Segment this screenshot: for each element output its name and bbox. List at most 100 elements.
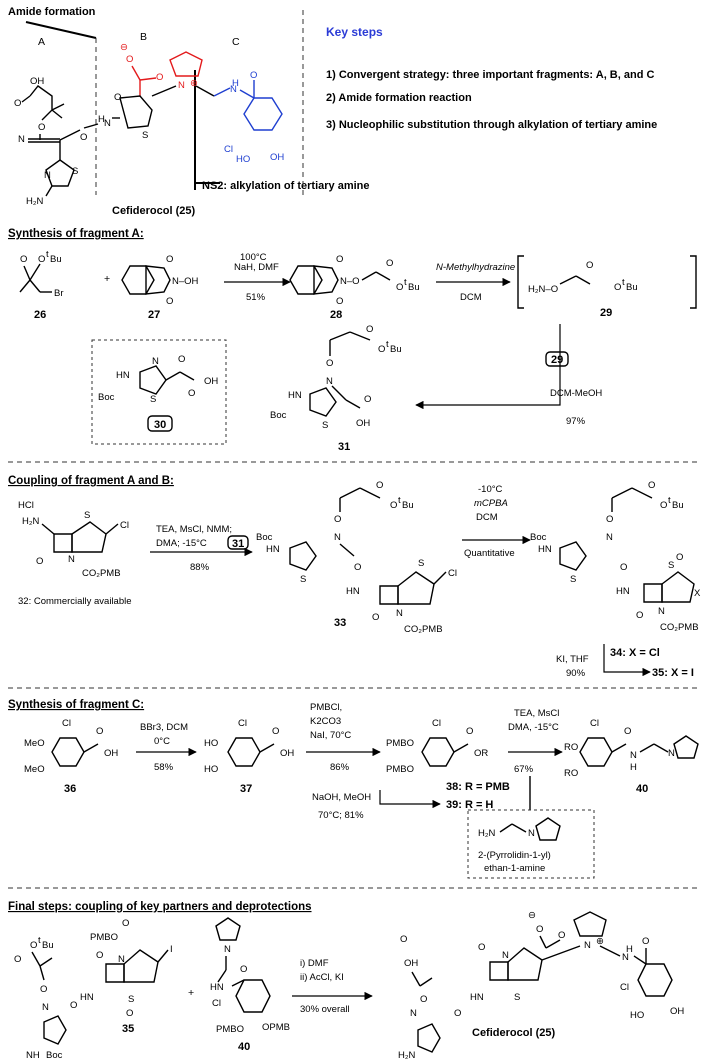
compound-30-label: 30: [154, 419, 166, 431]
svg-text:S: S: [514, 992, 520, 1003]
svg-text:OH: OH: [30, 76, 44, 87]
svg-text:N: N: [396, 608, 403, 619]
svg-text:O: O: [36, 556, 43, 567]
coupling-section: Coupling of fragment A and B: HCl H₂N S …: [8, 475, 701, 679]
cephem-core-structure: O ⊖ O O S H N: [83, 42, 163, 141]
svg-text:O: O: [122, 918, 129, 929]
svg-text:HN: HN: [288, 390, 302, 401]
svg-text:Bu: Bu: [42, 940, 54, 951]
fc-r1-a: BBr3, DCM: [140, 722, 188, 733]
svg-text:O: O: [178, 354, 185, 365]
svg-text:O: O: [376, 480, 383, 491]
coupling-r1-b: DMA; -15°C: [156, 538, 207, 549]
fc-r3-b: 70°C; 81%: [318, 810, 364, 821]
svg-text:N–O: N–O: [340, 276, 360, 287]
compound-29-label: 29: [600, 307, 612, 319]
svg-text:Boc: Boc: [530, 532, 547, 543]
svg-text:N: N: [18, 134, 25, 145]
r3-ref: 29: [551, 354, 563, 366]
coupling-r2-d: Quantitative: [464, 548, 515, 559]
arrow-34-to-35: [603, 644, 651, 677]
svg-text:Bu: Bu: [672, 500, 684, 511]
svg-text:HN: HN: [538, 544, 552, 555]
svg-text:HN: HN: [80, 992, 94, 1003]
svg-text:Bu: Bu: [50, 254, 62, 265]
catechol-fragment-structure: N ⊕ N H O Cl HO OH: [151, 51, 284, 165]
svg-text:HO: HO: [204, 764, 218, 775]
svg-text:O: O: [20, 254, 27, 265]
cefiderocol-sidechain-structure: OH O O N O S N H₂N: [14, 76, 87, 207]
svg-text:OH: OH: [104, 748, 118, 759]
svg-text:O: O: [420, 994, 427, 1005]
svg-text:O: O: [272, 726, 279, 737]
svg-text:N: N: [42, 1002, 49, 1013]
svg-text:Boc: Boc: [98, 392, 115, 403]
svg-text:O: O: [96, 726, 103, 737]
svg-text:H₂N: H₂N: [22, 516, 40, 527]
svg-text:O: O: [126, 54, 133, 65]
svg-text:t: t: [404, 277, 407, 288]
svg-text:N: N: [334, 532, 341, 543]
r1-temp: 100°C: [240, 252, 267, 263]
svg-text:t: t: [668, 495, 671, 506]
compound-34-label: 34: X = Cl: [610, 647, 660, 659]
svg-text:O: O: [336, 296, 343, 307]
fragment-c-label: C: [232, 36, 240, 48]
compound-39-label: 39: R = H: [446, 799, 493, 811]
compound-30-label-box: [147, 415, 173, 432]
final-section: Final steps: coupling of key partners an…: [8, 901, 684, 1061]
coupling-r1-a: TEA, MsCl, NMM;: [156, 524, 232, 535]
svg-text:N: N: [326, 376, 333, 387]
svg-text:CO₂PMB: CO₂PMB: [404, 624, 443, 635]
section-title-fragment-c: Synthesis of fragment C:: [8, 699, 144, 711]
svg-text:⊕: ⊕: [190, 78, 198, 89]
svg-text:Boc: Boc: [256, 532, 273, 543]
amide-formation-label: Amide formation: [8, 6, 96, 18]
svg-text:O: O: [454, 1008, 461, 1019]
coupling-r2-a: -10°C: [478, 484, 503, 495]
svg-text:O: O: [466, 726, 473, 737]
svg-text:N: N: [68, 554, 75, 565]
svg-text:O: O: [648, 480, 655, 491]
svg-text:N: N: [622, 952, 629, 963]
svg-text:O: O: [80, 132, 87, 143]
fc-r4-yield: 67%: [514, 764, 534, 775]
svg-text:OPMB: OPMB: [262, 1022, 290, 1033]
section-title-fragment-a: Synthesis of fragment A:: [8, 228, 144, 240]
svg-text:Cl: Cl: [120, 520, 129, 531]
svg-text:I: I: [170, 944, 173, 955]
svg-text:Bu: Bu: [408, 282, 420, 293]
svg-text:O: O: [478, 942, 485, 953]
final-compound-40-label: 40: [238, 1041, 250, 1053]
svg-text:N: N: [502, 950, 509, 961]
svg-text:Cl: Cl: [62, 718, 71, 729]
svg-text:S: S: [300, 574, 306, 585]
r1-yield: 51%: [246, 292, 266, 303]
compound-28-label: 28: [330, 309, 342, 321]
svg-text:O: O: [364, 394, 371, 405]
compound-38-label: 38: R = PMB: [446, 781, 510, 793]
svg-text:N: N: [528, 828, 535, 839]
svg-text:t: t: [46, 249, 49, 260]
svg-text:Cl: Cl: [212, 998, 221, 1009]
svg-text:S: S: [418, 558, 424, 569]
svg-text:RO: RO: [564, 742, 578, 753]
section-title-final: Final steps: coupling of key partners an…: [8, 901, 312, 913]
svg-text:MeO: MeO: [24, 764, 45, 775]
svg-text:Cl: Cl: [432, 718, 441, 729]
r2-solvent: DCM: [460, 292, 482, 303]
svg-text:HO: HO: [630, 1010, 644, 1021]
svg-text:O: O: [642, 936, 649, 947]
compound-30-structure: HN Boc S N O O OH: [98, 354, 218, 405]
coupling-r2-b: mCPBA: [474, 498, 508, 509]
svg-text:O: O: [636, 610, 643, 621]
svg-text:HN: HN: [210, 982, 224, 993]
svg-text:O: O: [378, 344, 385, 355]
svg-text:RO: RO: [564, 768, 578, 779]
svg-text:OH: OH: [404, 958, 418, 969]
key-step-1: 1) Convergent strategy: three important …: [326, 69, 654, 81]
final-r-c: 30% overall: [300, 1004, 350, 1015]
